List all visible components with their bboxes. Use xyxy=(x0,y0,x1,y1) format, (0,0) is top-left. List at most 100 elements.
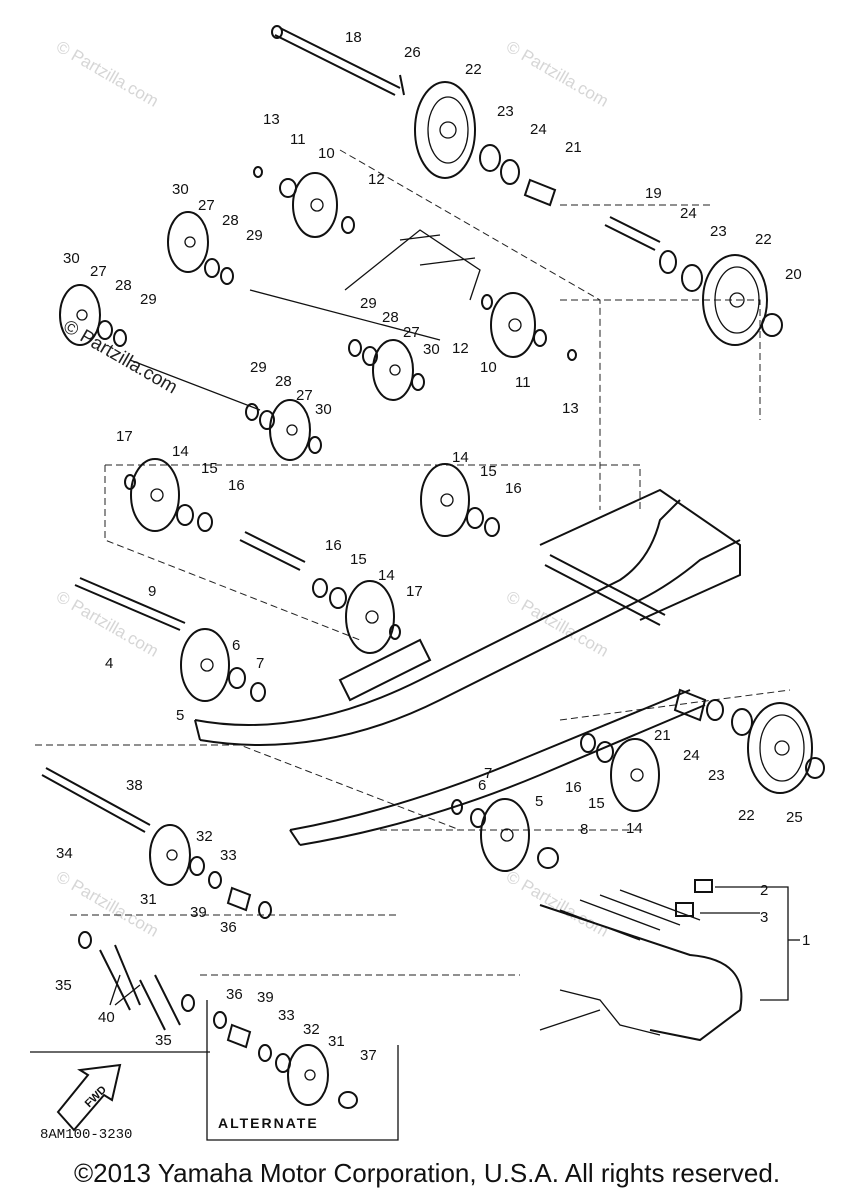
parts-diagram: © Partzilla.com © Partzilla.com © Partzi… xyxy=(30,25,825,1143)
callout-number: 8 xyxy=(580,821,588,838)
wheel-5-a xyxy=(180,628,230,702)
callouts: 18 26 22 13 11 10 23 24 21 12 30 27 28 2… xyxy=(55,29,810,1064)
callout-number: 14 xyxy=(172,443,189,460)
callout-number: 29 xyxy=(360,295,377,312)
suspension-frame xyxy=(194,229,741,846)
callout-number: 12 xyxy=(368,171,385,188)
callout-number: 27 xyxy=(198,197,215,214)
wheel-31-a xyxy=(149,824,191,886)
callout-number: 28 xyxy=(275,373,292,390)
callout-number: 24 xyxy=(530,121,547,138)
watermarks: © Partzilla.com © Partzilla.com © Partzi… xyxy=(53,37,612,941)
watermark: © Partzilla.com xyxy=(503,37,612,111)
callout-number: 17 xyxy=(116,428,133,445)
callout-number: 13 xyxy=(562,400,579,417)
watermark: © Partzilla.com xyxy=(503,867,612,941)
callout-number: 29 xyxy=(140,291,157,308)
callout-number: 11 xyxy=(290,131,306,148)
callout-number: 12 xyxy=(452,340,469,357)
callout-number: 25 xyxy=(786,809,803,826)
callout-number: 16 xyxy=(325,537,342,554)
wheel-27-a xyxy=(167,211,209,273)
callout-number: 31 xyxy=(328,1033,345,1050)
callout-number: 32 xyxy=(303,1021,320,1038)
callout-number: 21 xyxy=(654,727,671,744)
shafts xyxy=(41,25,666,1031)
callout-number: 7 xyxy=(256,655,264,672)
callout-number: 23 xyxy=(497,103,514,120)
callout-number: 22 xyxy=(465,61,482,78)
callout-number: 22 xyxy=(738,807,755,824)
callout-number: 33 xyxy=(220,847,237,864)
wheel-22-top xyxy=(414,81,476,179)
callout-number: 3 xyxy=(760,909,768,926)
assembly-lines xyxy=(35,149,791,976)
callout-number: 37 xyxy=(360,1047,377,1064)
callout-number: 18 xyxy=(345,29,362,46)
small-parts xyxy=(78,74,825,1109)
alternate-label: ALTERNATE xyxy=(218,1115,319,1131)
callout-number: 29 xyxy=(250,359,267,376)
wheel-5-b xyxy=(480,798,530,872)
callout-number: 6 xyxy=(478,777,486,794)
wheel-27-c xyxy=(372,339,414,401)
callout-number: 2 xyxy=(760,882,768,899)
callout-number: 19 xyxy=(645,185,662,202)
callout-number: 32 xyxy=(196,828,213,845)
callout-number: 17 xyxy=(406,583,423,600)
wheel-14-a xyxy=(130,458,180,532)
callout-number: 1 xyxy=(802,932,810,949)
callout-number: 28 xyxy=(382,309,399,326)
wheel-10-top xyxy=(292,172,338,238)
callout-number: 7 xyxy=(484,765,492,782)
callout-number: 24 xyxy=(683,747,700,764)
callout-number: 35 xyxy=(55,977,72,994)
callout-number: 36 xyxy=(220,919,237,936)
callout-number: 10 xyxy=(480,359,497,376)
callout-number: 4 xyxy=(105,655,113,672)
callout-number: 27 xyxy=(90,263,107,280)
callout-number: 15 xyxy=(480,463,497,480)
watermark: © Partzilla.com xyxy=(503,587,612,661)
callout-number: 22 xyxy=(755,231,772,248)
callout-number: 15 xyxy=(350,551,367,568)
wheel-22-right xyxy=(702,254,768,346)
wheel-14-b xyxy=(420,463,470,537)
callout-number: 21 xyxy=(565,139,582,156)
fwd-label: FWD xyxy=(83,1084,109,1110)
callout-number: 11 xyxy=(515,374,531,391)
callout-number: 5 xyxy=(176,707,184,724)
callout-number: 35 xyxy=(155,1032,172,1049)
callout-number: 15 xyxy=(201,460,218,477)
callout-number: 29 xyxy=(246,227,263,244)
callout-number: 30 xyxy=(315,401,332,418)
callout-number: 16 xyxy=(565,779,582,796)
callout-number: 30 xyxy=(423,341,440,358)
callout-number: 6 xyxy=(232,637,240,654)
watermark-bold: © Partzilla.com xyxy=(60,316,181,398)
wheel-14-d xyxy=(610,738,660,812)
callout-number: 23 xyxy=(710,223,727,240)
callout-number: 30 xyxy=(63,250,80,267)
callout-number: 10 xyxy=(318,145,335,162)
wheel-27-d xyxy=(269,399,311,461)
callout-number: 14 xyxy=(626,820,643,837)
callout-number: 13 xyxy=(263,111,280,128)
callout-number: 34 xyxy=(56,845,73,862)
callout-number: 40 xyxy=(98,1009,115,1026)
leader-line xyxy=(109,974,141,1006)
callout-number: 28 xyxy=(222,212,239,229)
wheels xyxy=(59,81,813,1106)
callout-number: 9 xyxy=(148,583,156,600)
callout-number: 39 xyxy=(257,989,274,1006)
callout-number: 28 xyxy=(115,277,132,294)
callout-number: 14 xyxy=(378,567,395,584)
callout-number: 24 xyxy=(680,205,697,222)
callout-number: 26 xyxy=(404,44,421,61)
callout-number: 31 xyxy=(140,891,157,908)
callout-number: 39 xyxy=(190,904,207,921)
callout-number: 27 xyxy=(403,324,420,341)
callout-number: 33 xyxy=(278,1007,295,1024)
copyright-notice: ©2013 Yamaha Motor Corporation, U.S.A. A… xyxy=(73,1158,781,1188)
assembly-bracket xyxy=(700,886,800,1001)
